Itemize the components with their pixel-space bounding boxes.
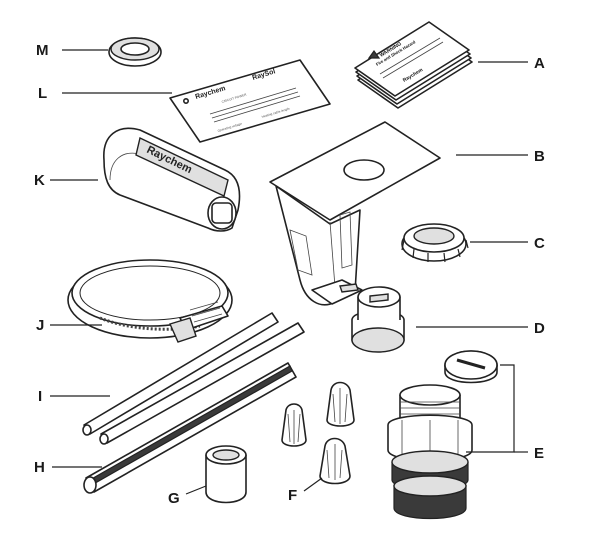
label-k: K xyxy=(34,172,45,189)
warning-labels-a: WARNING Fire and Shock Hazard Raychem xyxy=(354,21,473,109)
leader-lines xyxy=(50,49,528,495)
label-g: G xyxy=(168,490,180,507)
tube-h xyxy=(83,362,297,494)
card-heading-text: CIRCUIT POWER xyxy=(221,92,248,104)
hose-clamp-j xyxy=(67,259,233,343)
rods-i xyxy=(82,312,305,445)
label-l: L xyxy=(38,85,47,102)
label-b: B xyxy=(534,148,545,165)
label-m: M xyxy=(36,42,49,59)
label-a: A xyxy=(534,55,545,72)
gland-fitting-e xyxy=(387,350,498,520)
letter-labels: M L K J I H G F A B C D E xyxy=(34,42,545,507)
label-i: I xyxy=(38,388,42,405)
lock-nut-c xyxy=(401,223,469,263)
label-c: C xyxy=(534,235,545,252)
end-boot-k: Raychem xyxy=(103,127,241,232)
label-card-l: Raychem RaySol CIRCUIT POWER Operating v… xyxy=(169,59,331,143)
label-f: F xyxy=(288,487,297,504)
mounting-bracket-b xyxy=(269,121,441,306)
label-d: D xyxy=(534,320,545,337)
card-line1-text: Operating voltage xyxy=(217,122,242,133)
label-h: H xyxy=(34,459,45,476)
plug-cap-d xyxy=(351,286,405,353)
sleeve-g xyxy=(205,445,247,504)
label-e: E xyxy=(534,445,544,462)
label-j: J xyxy=(36,317,44,334)
wire-nuts-f xyxy=(281,381,355,485)
grommet-ring-m xyxy=(108,37,162,67)
